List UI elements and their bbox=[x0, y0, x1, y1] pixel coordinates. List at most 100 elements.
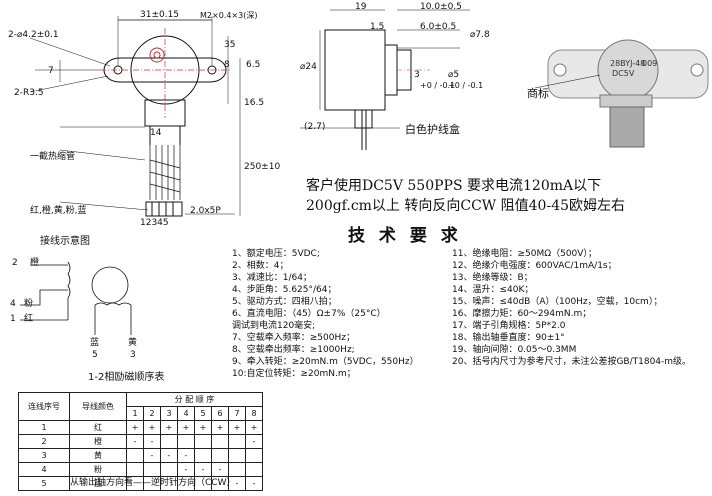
spec-item: 13、绝缘等级：B； bbox=[452, 273, 533, 283]
cell bbox=[211, 448, 229, 463]
spec-item: 18、输出轴垂直度：90±1° bbox=[452, 333, 565, 343]
dim-hole: 2-⌀4.2±0.1 bbox=[8, 30, 59, 40]
spec-item: 15、噪声：≤40dB（A）（100Hz，空载，10cm）； bbox=[452, 297, 663, 307]
spec-list-left: 1、额定电压：5VDC; 2、相数：4； 3、减速比：1/64； 4、步距角：5… bbox=[232, 248, 419, 380]
cell bbox=[160, 434, 178, 449]
step-header: 2 bbox=[143, 406, 161, 421]
cell bbox=[228, 448, 246, 463]
dim-top-width: 31±0.15 bbox=[140, 10, 180, 20]
row-color: 粉 bbox=[69, 462, 127, 477]
spec-item: 3、减速比：1/64； bbox=[232, 273, 312, 283]
sequence-title: 1-2相励磁顺序表 bbox=[88, 372, 165, 383]
sequence-table: 连线序号 导线颜色 分 配 顺 序 1 2 3 4 5 6 7 8 1 红 + … bbox=[18, 392, 263, 491]
spec-item: 7、空载牵入频率：≥500Hz； bbox=[232, 333, 355, 343]
cell: + bbox=[143, 420, 161, 435]
cell: - bbox=[177, 462, 195, 477]
step-header: 6 bbox=[211, 406, 229, 421]
spec-item: 2、相数：4； bbox=[232, 261, 289, 271]
row-num: 4 bbox=[18, 462, 70, 477]
table-row: 4 粉 - - - bbox=[18, 462, 263, 477]
side-dim-d24: ⌀24 bbox=[300, 62, 317, 72]
cell bbox=[228, 462, 246, 477]
spec-item: 10:自定位转矩：≥20mN.m； bbox=[232, 369, 356, 379]
col-order-header: 分 配 顺 序 bbox=[126, 392, 263, 407]
cell: + bbox=[245, 420, 263, 435]
row-num: 5 bbox=[18, 476, 70, 491]
spec-item: 5、驱动方式：四相八拍； bbox=[232, 297, 337, 307]
dim-16-5: 16.5 bbox=[244, 98, 265, 108]
cell bbox=[143, 462, 161, 477]
spec-item: 1、额定电压：5VDC; bbox=[232, 249, 320, 259]
wire-orange: 橙 bbox=[30, 258, 40, 268]
motor-label-model: 28BYJ-48 bbox=[610, 59, 646, 68]
table-row: 3 黄 - - - bbox=[18, 448, 263, 463]
cell bbox=[194, 448, 212, 463]
wire-num-2: 2 bbox=[12, 258, 18, 268]
cell: + bbox=[228, 420, 246, 435]
spec-item: 12、绝缘介电强度：600VAC/1mA/1s； bbox=[452, 261, 617, 271]
dim-14: 14 bbox=[150, 128, 162, 138]
side-dim-d5: ⌀5 bbox=[448, 70, 460, 80]
cell: - bbox=[160, 448, 178, 463]
cell bbox=[245, 462, 263, 477]
cell: + bbox=[211, 420, 229, 435]
cell: - bbox=[245, 476, 263, 491]
cell: - bbox=[143, 448, 161, 463]
side-view bbox=[300, 9, 470, 150]
spec-item: 17、端子引角规格：5P*2.0 bbox=[452, 321, 566, 331]
spec-item: 14、温升：≤40K； bbox=[452, 285, 534, 295]
side-dim-2-7: (2.7) bbox=[304, 122, 326, 132]
cell bbox=[228, 434, 246, 449]
cell bbox=[245, 448, 263, 463]
col-seq-header: 连线序号 bbox=[18, 392, 70, 421]
cell bbox=[211, 434, 229, 449]
wire-bundle bbox=[149, 145, 181, 200]
dim-connector: 2.0x5P bbox=[190, 206, 221, 216]
side-dim-1-5: 1.5 bbox=[370, 22, 385, 32]
motor-photo bbox=[534, 39, 709, 148]
table-row: 5 蓝 - - - bbox=[18, 476, 263, 491]
wire-blue: 蓝 bbox=[90, 338, 100, 348]
cell: - bbox=[194, 462, 212, 477]
shaft bbox=[149, 47, 165, 63]
wire-pink: 粉 bbox=[24, 299, 34, 309]
side-dim-10: 10.0±0.5 bbox=[420, 2, 462, 12]
side-dim-19: 19 bbox=[355, 2, 367, 12]
row-color: 红 bbox=[69, 420, 127, 435]
wiring-title: 接线示意图 bbox=[40, 236, 90, 247]
wire-num-5: 5 bbox=[92, 350, 98, 360]
row-num: 3 bbox=[18, 448, 70, 463]
cell bbox=[194, 434, 212, 449]
label-trademark: 商标 bbox=[527, 87, 549, 100]
spec-title: 技 术 要 求 bbox=[348, 226, 462, 246]
dim-250: 250±10 bbox=[244, 162, 281, 172]
wire-num-1: 1 bbox=[10, 314, 16, 324]
cell: + bbox=[126, 420, 144, 435]
rotation-direction-note: 从输出轴方向看——逆时针方向（CCW） bbox=[70, 478, 236, 488]
side-dim-3: 3 bbox=[414, 70, 420, 80]
spec-item: 6、直流电阻：（45）Ω±7%（25°C） bbox=[232, 309, 386, 319]
step-header: 3 bbox=[160, 406, 178, 421]
cell: - bbox=[245, 434, 263, 449]
dim-8: 8 bbox=[224, 60, 230, 70]
dim-7: 7 bbox=[48, 66, 54, 76]
label-white-box: 白色护线盒 bbox=[405, 123, 460, 136]
dim-6-5: 6.5 bbox=[246, 60, 261, 70]
row-num: 1 bbox=[18, 420, 70, 435]
dim-radius: 2-R3.5 bbox=[14, 88, 44, 98]
step-header: 4 bbox=[177, 406, 195, 421]
spec-list-right: 11、绝缘电阻：≥50MΩ（500V）； 12、绝缘介电强度：600VAC/1m… bbox=[452, 248, 691, 368]
step-header: 1 bbox=[126, 406, 144, 421]
cell: - bbox=[177, 448, 195, 463]
cell: + bbox=[160, 420, 178, 435]
dim-screw: M2×0.4×3(深) bbox=[200, 11, 258, 20]
side-dim-6: 6.0±0.5 bbox=[420, 22, 457, 32]
spec-item: 16、摩擦力矩：60～294mN.m； bbox=[452, 309, 592, 319]
dim-35: 35 bbox=[224, 40, 236, 50]
cell: + bbox=[177, 420, 195, 435]
label-wire-colors: 红,橙,黄,粉,蓝 bbox=[30, 206, 87, 216]
label-heat-shrink: 一截热缩管 bbox=[30, 152, 76, 162]
spec-item: 19、轴向间隙：0.05～0.3MM bbox=[452, 345, 577, 355]
spec-item: 20、括号内尺寸为参考尺寸，未注公差按GB/T1804-m级。 bbox=[452, 357, 692, 367]
